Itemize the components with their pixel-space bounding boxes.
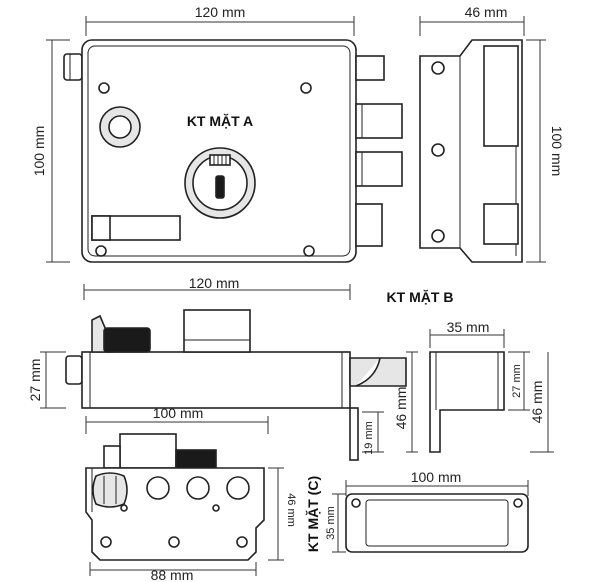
screw [351, 498, 361, 508]
top-left-knob [65, 355, 83, 385]
side-height-label: 100 mm [549, 126, 565, 177]
top-small-label: 19 mm [363, 421, 375, 455]
screw [168, 536, 180, 548]
bottom-plate [85, 467, 265, 561]
screw [303, 245, 315, 257]
latch-bolt [355, 55, 385, 81]
top-view: 120 mm KT MẶT B 27 mm 19 mm 46 mm [27, 275, 454, 461]
top-body [81, 351, 351, 409]
side-width-label: 46 mm [465, 4, 508, 20]
side-view: 46 mm 100 mm [419, 4, 565, 263]
bracket-view: 35 mm 27 mm 46 mm [429, 319, 554, 453]
face-a-title: KT MẶT A [187, 113, 253, 129]
hole [186, 476, 210, 500]
plate-width-label: 100 mm [411, 469, 462, 485]
cylinder-block [183, 309, 251, 353]
bracket-width-label: 35 mm [447, 319, 490, 335]
screw [100, 536, 112, 548]
front-width-label: 120 mm [195, 4, 246, 20]
top-depth-label: 46 mm [393, 387, 409, 430]
screw [513, 498, 523, 508]
screw [95, 245, 107, 257]
face-c-view: KT MẶT (C) 100 mm 35 mm [305, 469, 529, 553]
dead-bolt-upper [355, 103, 403, 139]
face-b-title: KT MẶT B [387, 289, 454, 305]
front-height-label: 100 mm [31, 126, 47, 177]
bottom-bolt [355, 203, 383, 247]
bracket-body [429, 351, 505, 453]
strike-plate [345, 493, 529, 553]
bracket-height-label: 27 mm [511, 364, 523, 398]
bottom-width-label: 100 mm [153, 405, 204, 421]
face-c-title: KT MẶT (C) [305, 476, 321, 552]
screw [300, 82, 312, 94]
bracket-depth-label: 46 mm [529, 381, 545, 424]
screw [98, 82, 110, 94]
side-bolt-lower [483, 203, 519, 245]
bottom-view: 100 mm 46 mm 88 mm [85, 405, 297, 582]
screw [236, 536, 248, 548]
top-height-label: 27 mm [27, 359, 43, 402]
bottom-base-label: 88 mm [151, 567, 194, 582]
screw [431, 61, 445, 75]
bottom-dark-block [175, 449, 217, 469]
bottom-upper-block [119, 433, 177, 469]
dead-bolt-lower [355, 151, 403, 187]
plate-height-label: 35 mm [325, 506, 337, 540]
screw [431, 229, 445, 243]
top-width-label: 120 mm [189, 275, 240, 291]
lever-cap [103, 327, 151, 353]
side-bolt-upper [483, 45, 519, 147]
top-bracket-leg [349, 407, 359, 461]
hole [146, 476, 170, 500]
bottom-knob [92, 472, 128, 508]
hole [226, 476, 250, 500]
left-knob [63, 53, 83, 81]
bottom-depth-label: 46 mm [285, 493, 297, 527]
screw [431, 143, 445, 157]
front-view: 120 mm 100 mm [31, 4, 403, 263]
